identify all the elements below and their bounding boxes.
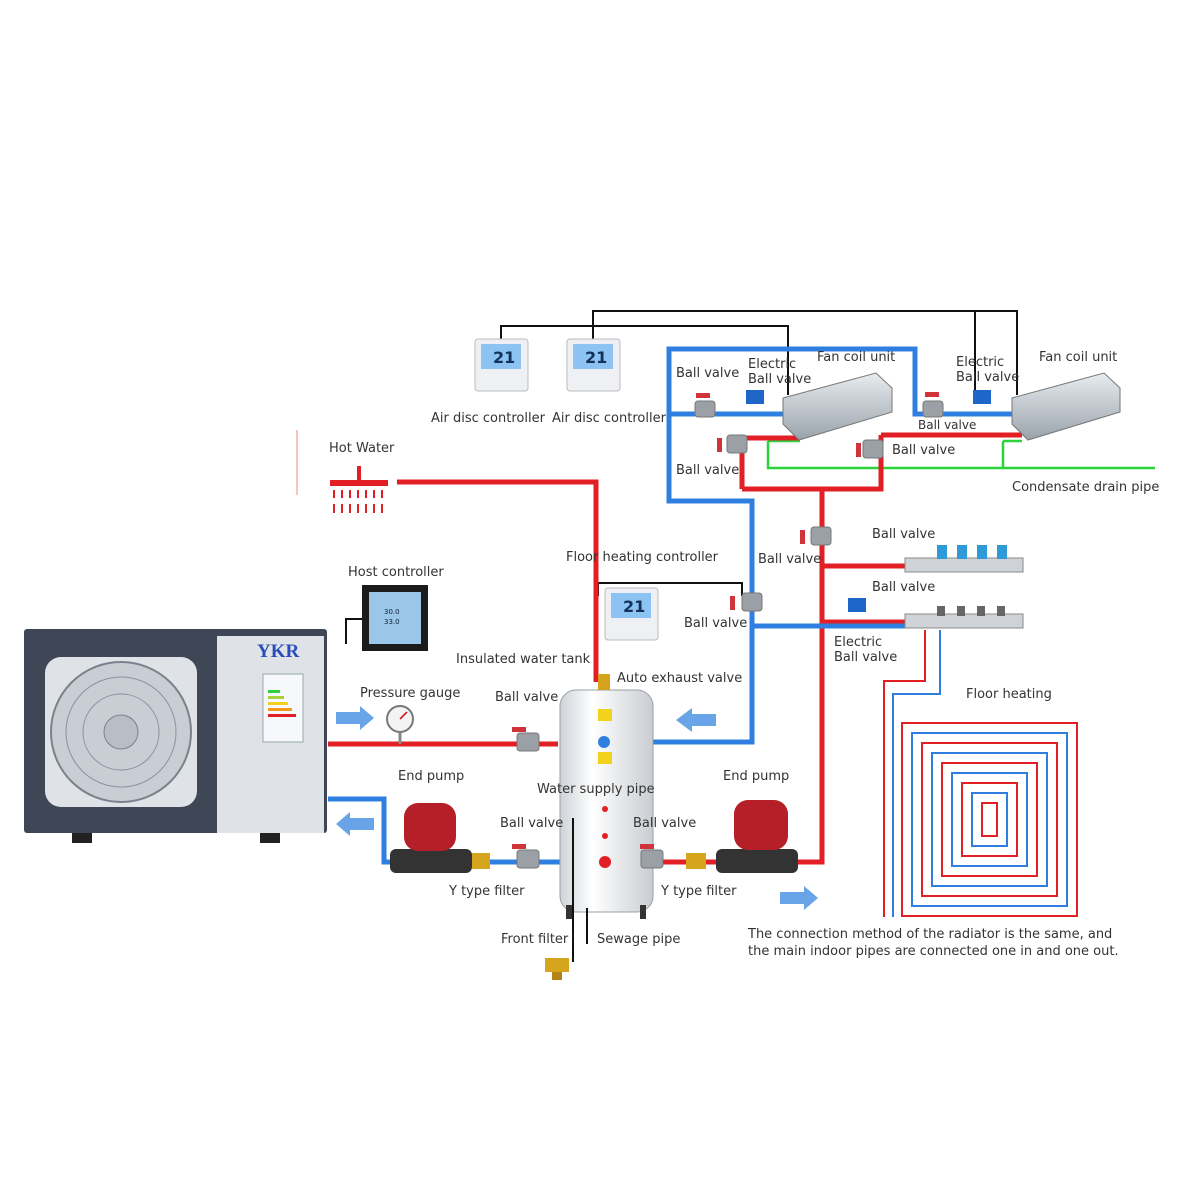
label-floor-heating-controller: Floor heating controller — [566, 550, 719, 565]
label-ball-valve-tank-top: Ball valve — [495, 690, 559, 705]
floor-heating-coil — [883, 630, 1078, 917]
valve-handles — [512, 392, 939, 849]
label-ball-valve-riser: Ball valve — [758, 552, 822, 567]
ball-valves — [516, 400, 944, 869]
floor-manifold-top — [904, 545, 1024, 573]
thermostat-reading: 21 — [493, 348, 515, 367]
label-auto-exhaust-valve: Auto exhaust valve — [617, 671, 743, 686]
heat-pump-unit — [24, 629, 327, 843]
end-pump-left — [390, 803, 490, 873]
label-ball-valve-left-bottom: Ball valve — [500, 816, 564, 831]
label-electric-ball-valve-manifold: Electric Ball valve — [834, 635, 898, 665]
label-ball-valve-floor-return: Ball valve — [684, 616, 748, 631]
thermostat-air-1: 21 — [474, 338, 529, 392]
flow-arrows — [336, 706, 818, 910]
label-end-pump-right: End pump — [723, 769, 790, 784]
thermostat-reading: 21 — [585, 348, 607, 367]
label-floor-heating: Floor heating — [966, 687, 1052, 702]
thermostat-floor: 21 — [604, 587, 659, 641]
label-fan-coil-unit-2: Fan coil unit — [1039, 350, 1118, 365]
pressure-gauge — [386, 705, 414, 744]
label-electric-ball-valve-fc1: Electric Ball valve — [748, 357, 812, 387]
label-ball-valve-fc2-bottom: Ball valve — [892, 443, 956, 458]
radiator-connection-note: The connection method of the radiator is… — [748, 927, 1119, 959]
label-y-filter-right: Y type filter — [661, 884, 737, 899]
label-fan-coil-unit-1: Fan coil unit — [817, 350, 896, 365]
electric-ball-valves — [746, 390, 991, 612]
fan-coil-unit-1 — [782, 372, 893, 441]
label-front-filter: Front filter — [501, 932, 569, 947]
label-water-supply-pipe: Water supply pipe — [537, 782, 655, 797]
label-condensate-drain-pipe: Condensate drain pipe — [1012, 480, 1160, 495]
thermostat-air-2: 21 — [566, 338, 621, 392]
label-ball-valve-manifold-bottom: Ball valve — [872, 580, 936, 595]
host-controller-device: 30.0 33.0 — [362, 585, 428, 651]
label-pressure-gauge: Pressure gauge — [360, 686, 461, 701]
label-ball-valve-fc1-top: Ball valve — [676, 366, 740, 381]
front-filter — [545, 958, 569, 980]
label-end-pump-left: End pump — [398, 769, 465, 784]
label-sewage-pipe: Sewage pipe — [597, 932, 681, 947]
label-host-controller: Host controller — [348, 565, 444, 580]
condensate-drain-pipe — [766, 439, 1155, 470]
insulated-water-tank — [559, 674, 654, 962]
label-air-disc-controller-2: Air disc controller — [552, 411, 666, 426]
thermostat-reading: 21 — [623, 597, 645, 616]
label-electric-ball-valve-fc2: Electric Ball valve — [956, 355, 1020, 385]
label-hot-water: Hot Water — [329, 441, 395, 456]
host-reading-1: 30.0 — [384, 608, 400, 616]
label-air-disc-controller-1: Air disc controller — [431, 411, 545, 426]
floor-manifold-bottom — [904, 606, 1024, 629]
label-ball-valve-manifold-top: Ball valve — [872, 527, 936, 542]
heat-pump-brand: YKR — [257, 641, 300, 662]
fan-coil-unit-2 — [1011, 372, 1121, 441]
label-ball-valve-fc2-top: Ball valve — [918, 418, 977, 432]
end-pump-right — [686, 800, 798, 873]
label-ball-valve-fc1-bottom: Ball valve — [676, 463, 740, 478]
host-reading-2: 33.0 — [384, 618, 400, 626]
label-y-filter-left: Y type filter — [449, 884, 525, 899]
label-insulated-water-tank: Insulated water tank — [456, 652, 591, 667]
shower-head — [330, 466, 388, 513]
label-ball-valve-right-bottom: Ball valve — [633, 816, 697, 831]
